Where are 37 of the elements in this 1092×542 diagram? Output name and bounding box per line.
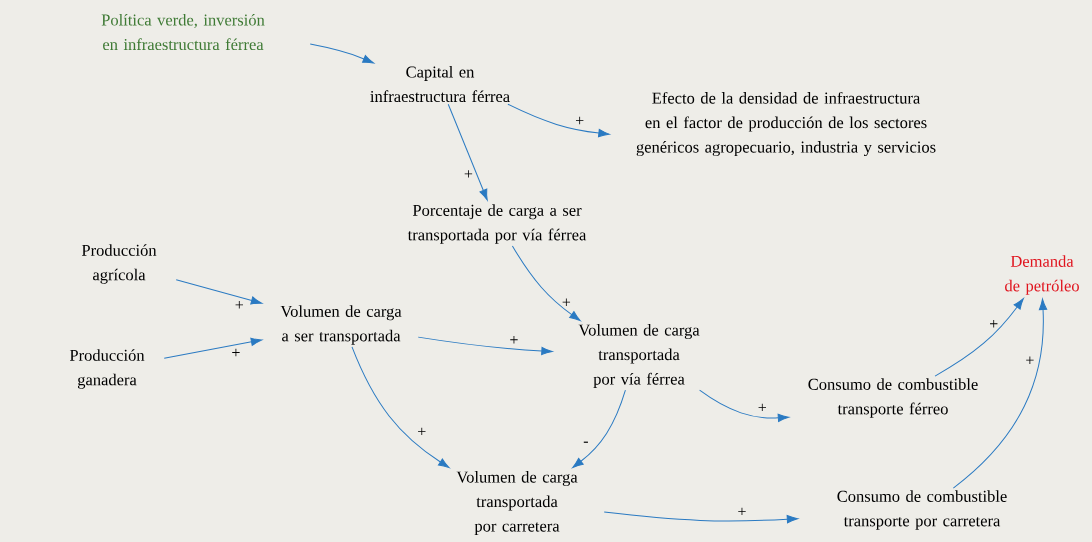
variable-label: Porcentaje de carga a ser transportada por vía férrea (407, 204, 587, 244)
arrow (417, 336, 553, 356)
polarity-sign: + (738, 507, 746, 516)
polarity-sign: + (562, 298, 571, 306)
variable-label: Producción agrícola (81, 244, 157, 284)
arrow (447, 103, 488, 201)
variable-label: Capital en infraestructura férrea (370, 65, 510, 103)
arrow (934, 298, 1024, 377)
polarity-sign: + (464, 170, 473, 178)
polarity-sign: + (758, 403, 766, 412)
variable-label: Efecto de la densidad de infraestructura en el factor de producción de los sectores genéricos agropecuario, industria y servicios (636, 91, 936, 157)
arrow (309, 43, 374, 64)
arrow (603, 511, 799, 524)
polarity-sign: + (575, 116, 584, 125)
polarity-sign: + (235, 301, 243, 309)
arrow (511, 245, 581, 322)
arrow (952, 298, 1048, 489)
arrow (163, 337, 263, 359)
variable-label: Demanda de petróleo (1005, 255, 1079, 295)
polarity-sign: + (418, 427, 426, 436)
arrow (699, 389, 790, 422)
variable-label: Producción ganadera (69, 349, 145, 389)
variable-label: Política verde, inversión en infraestructura férrea (101, 13, 265, 51)
polarity-sign: + (510, 336, 518, 344)
variable-label: Volumen de carga transportada por carretera (456, 471, 578, 535)
arrow (572, 389, 626, 468)
polarity-sign: - (583, 441, 588, 443)
variable-label: Volumen de carga a ser transportada (280, 305, 402, 345)
variable-label: Volumen de carga transportada por vía férrea (578, 324, 700, 388)
variable-label: Consumo de combustible transporte por carretera (837, 490, 1007, 530)
arrow (507, 103, 610, 138)
polarity-sign: + (232, 348, 240, 357)
variable-label: Consumo de combustible transporte férreo (808, 378, 978, 418)
arrow (175, 279, 263, 305)
polarity-sign: + (990, 320, 998, 328)
polarity-sign: + (1026, 356, 1034, 364)
arrow (351, 346, 450, 469)
